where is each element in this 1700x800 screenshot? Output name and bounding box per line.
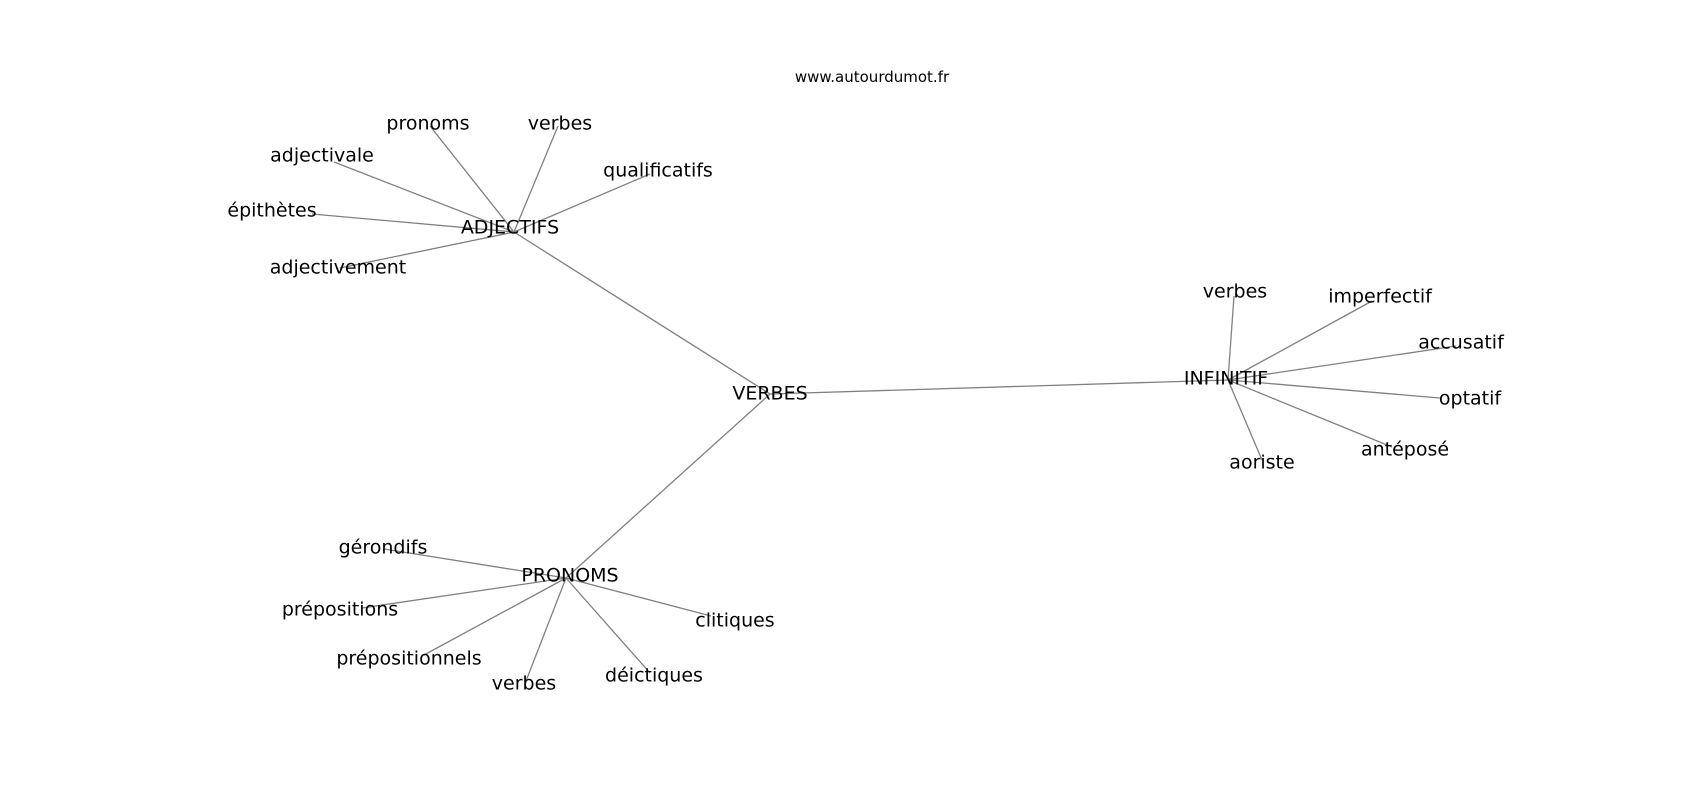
- leaf-node-label: clitiques: [695, 610, 774, 632]
- edge-hub-to-leaf: [311, 213, 515, 233]
- leaf-node-label: imperfectif: [1328, 286, 1433, 308]
- edge-hub-to-leaf: [1227, 379, 1441, 399]
- edge-hub-to-leaf: [339, 231, 515, 269]
- edge-hub-to-leaf: [361, 577, 567, 609]
- leaf-node-label: adjectivement: [270, 257, 406, 279]
- edge-hub-to-leaf: [1227, 295, 1235, 381]
- edge-hub-to-leaf: [333, 161, 515, 233]
- graph-edges: [311, 125, 1457, 682]
- edge-hub-to-leaf: [423, 577, 567, 656]
- center-node-label: VERBES: [732, 383, 807, 405]
- leaf-node-label: aoriste: [1229, 452, 1294, 474]
- edge-hub-to-leaf: [1227, 300, 1373, 381]
- edge-hub-to-leaf: [429, 125, 515, 233]
- edge-hub-to-leaf: [383, 548, 567, 579]
- hub-node-label: PRONOMS: [521, 565, 618, 587]
- leaf-node-label: gérondifs: [339, 537, 428, 559]
- leaf-node-label: qualificatifs: [603, 160, 713, 182]
- edge-hub-to-leaf: [1227, 379, 1393, 448]
- leaf-node-label: accusatif: [1418, 332, 1505, 354]
- edge-hub-to-leaf: [565, 577, 712, 617]
- leaf-node-label: prépositionnels: [336, 648, 481, 670]
- edge-hub-to-leaf: [565, 577, 651, 674]
- leaf-node-label: verbes: [1203, 281, 1267, 303]
- leaf-node-label: verbes: [492, 673, 556, 695]
- leaf-node-label: prépositions: [282, 599, 398, 621]
- leaf-node-label: épithètes: [227, 200, 316, 222]
- leaf-node-label: pronoms: [386, 113, 469, 135]
- edge-hub-to-leaf: [525, 577, 567, 682]
- edge-hub-to-leaf: [1227, 345, 1457, 381]
- leaf-node-label: optatif: [1439, 388, 1503, 410]
- hub-node-label: INFINITIF: [1184, 368, 1268, 390]
- edge-hub-to-leaf: [1227, 379, 1263, 461]
- edge-center-to-hub: [565, 393, 771, 579]
- leaf-node-label: verbes: [528, 113, 592, 135]
- edge-center-to-hub: [769, 379, 1229, 395]
- hub-node-label: ADJECTIFS: [461, 217, 559, 239]
- source-url: www.autourdumot.fr: [795, 68, 950, 86]
- edge-hub-to-leaf: [513, 173, 651, 233]
- graph-labels: www.autourdumot.fr VERBES ADJECTIFS pronom…: [227, 68, 1505, 695]
- leaf-node-label: adjectivale: [270, 145, 374, 167]
- edge-hub-to-leaf: [513, 125, 559, 233]
- edge-center-to-hub: [513, 231, 771, 395]
- leaf-node-label: déictiques: [605, 665, 703, 687]
- leaf-node-label: antéposé: [1361, 439, 1449, 461]
